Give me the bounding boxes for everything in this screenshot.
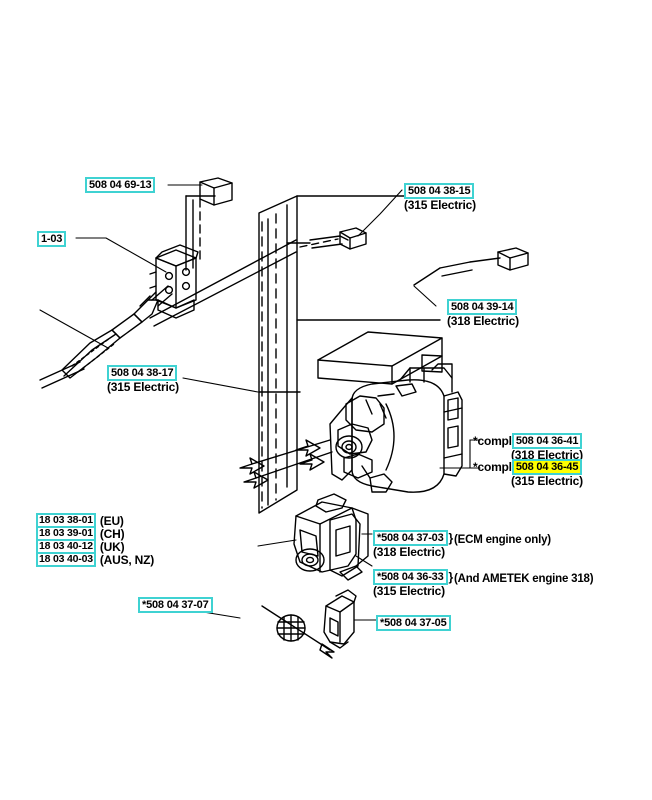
variant-label: (318 Electric) — [511, 448, 583, 462]
compl-prefix: *compl — [473, 460, 512, 474]
callout-cable-315[interactable]: 508 04 38-17 (315 Electric) — [107, 363, 179, 394]
engine-note: (ECM engine only) — [454, 534, 551, 546]
part-number[interactable]: *508 04 36-33 — [373, 569, 448, 585]
callout-handle-item[interactable]: 1-03 — [37, 229, 67, 247]
brace-glyph: } — [448, 570, 454, 584]
variant-label: (318 Electric) — [373, 545, 445, 559]
callout-clip-part[interactable]: *508 04 37-05 — [376, 613, 451, 631]
region-label: (EU) — [99, 513, 124, 528]
part-number[interactable]: *508 04 37-05 — [376, 615, 451, 631]
part-number[interactable]: *508 04 37-07 — [138, 597, 213, 613]
callout-bracket-318[interactable]: *508 04 37-03 (318 Electric) } (ECM engi… — [373, 528, 551, 559]
part-number[interactable]: 1-03 — [37, 231, 67, 247]
variant-label: (318 Electric) — [447, 314, 519, 328]
region-label: (UK) — [99, 539, 125, 554]
variant-label: (315 Electric) — [107, 380, 179, 394]
region-label: (CH) — [99, 526, 125, 541]
part-number[interactable]: 508 04 69-13 — [85, 177, 156, 193]
part-number[interactable]: 508 04 38-17 — [107, 365, 178, 381]
brace-glyph: } — [448, 531, 454, 545]
part-number[interactable]: *508 04 37-03 — [373, 530, 448, 546]
part-number-highlighted[interactable]: 508 04 36-45 — [511, 459, 583, 475]
part-number[interactable]: 508 04 39-14 — [447, 299, 518, 315]
callout-motor-315[interactable]: *compl 508 04 36-45 (315 Electric) — [473, 459, 583, 488]
compl-prefix: *compl — [473, 434, 512, 448]
part-number[interactable]: 508 04 38-15 — [404, 183, 475, 199]
variant-label: (315 Electric) — [511, 474, 583, 488]
callout-motor-318[interactable]: *compl 508 04 36-41 (318 Electric) — [473, 433, 583, 462]
callout-wire-318[interactable]: 508 04 39-14 (318 Electric) — [447, 297, 519, 328]
part-number[interactable]: 508 04 36-41 — [511, 433, 583, 449]
callout-top-left-connector[interactable]: 508 04 69-13 — [85, 175, 156, 193]
callout-bracket-315[interactable]: *508 04 36-33 (315 Electric) } (And AMET… — [373, 567, 594, 598]
engine-note: (And AMETEK engine 318) — [454, 573, 594, 585]
part-number[interactable]: 18 03 40-03 — [36, 552, 96, 567]
callout-fan-part[interactable]: *508 04 37-07 — [138, 595, 213, 613]
region-row[interactable]: 18 03 40-12 (UK) — [36, 539, 154, 554]
variant-label: (315 Electric) — [404, 198, 476, 212]
region-row[interactable]: 18 03 40-03 (AUS, NZ) — [36, 552, 155, 567]
callout-wire-315[interactable]: 508 04 38-15 (315 Electric) — [404, 181, 476, 212]
region-label: (AUS, NZ) — [99, 552, 155, 567]
region-code-list: 18 03 38-01 (EU) 18 03 39-01 (CH) 18 03 … — [36, 513, 155, 567]
variant-label: (315 Electric) — [373, 584, 445, 598]
